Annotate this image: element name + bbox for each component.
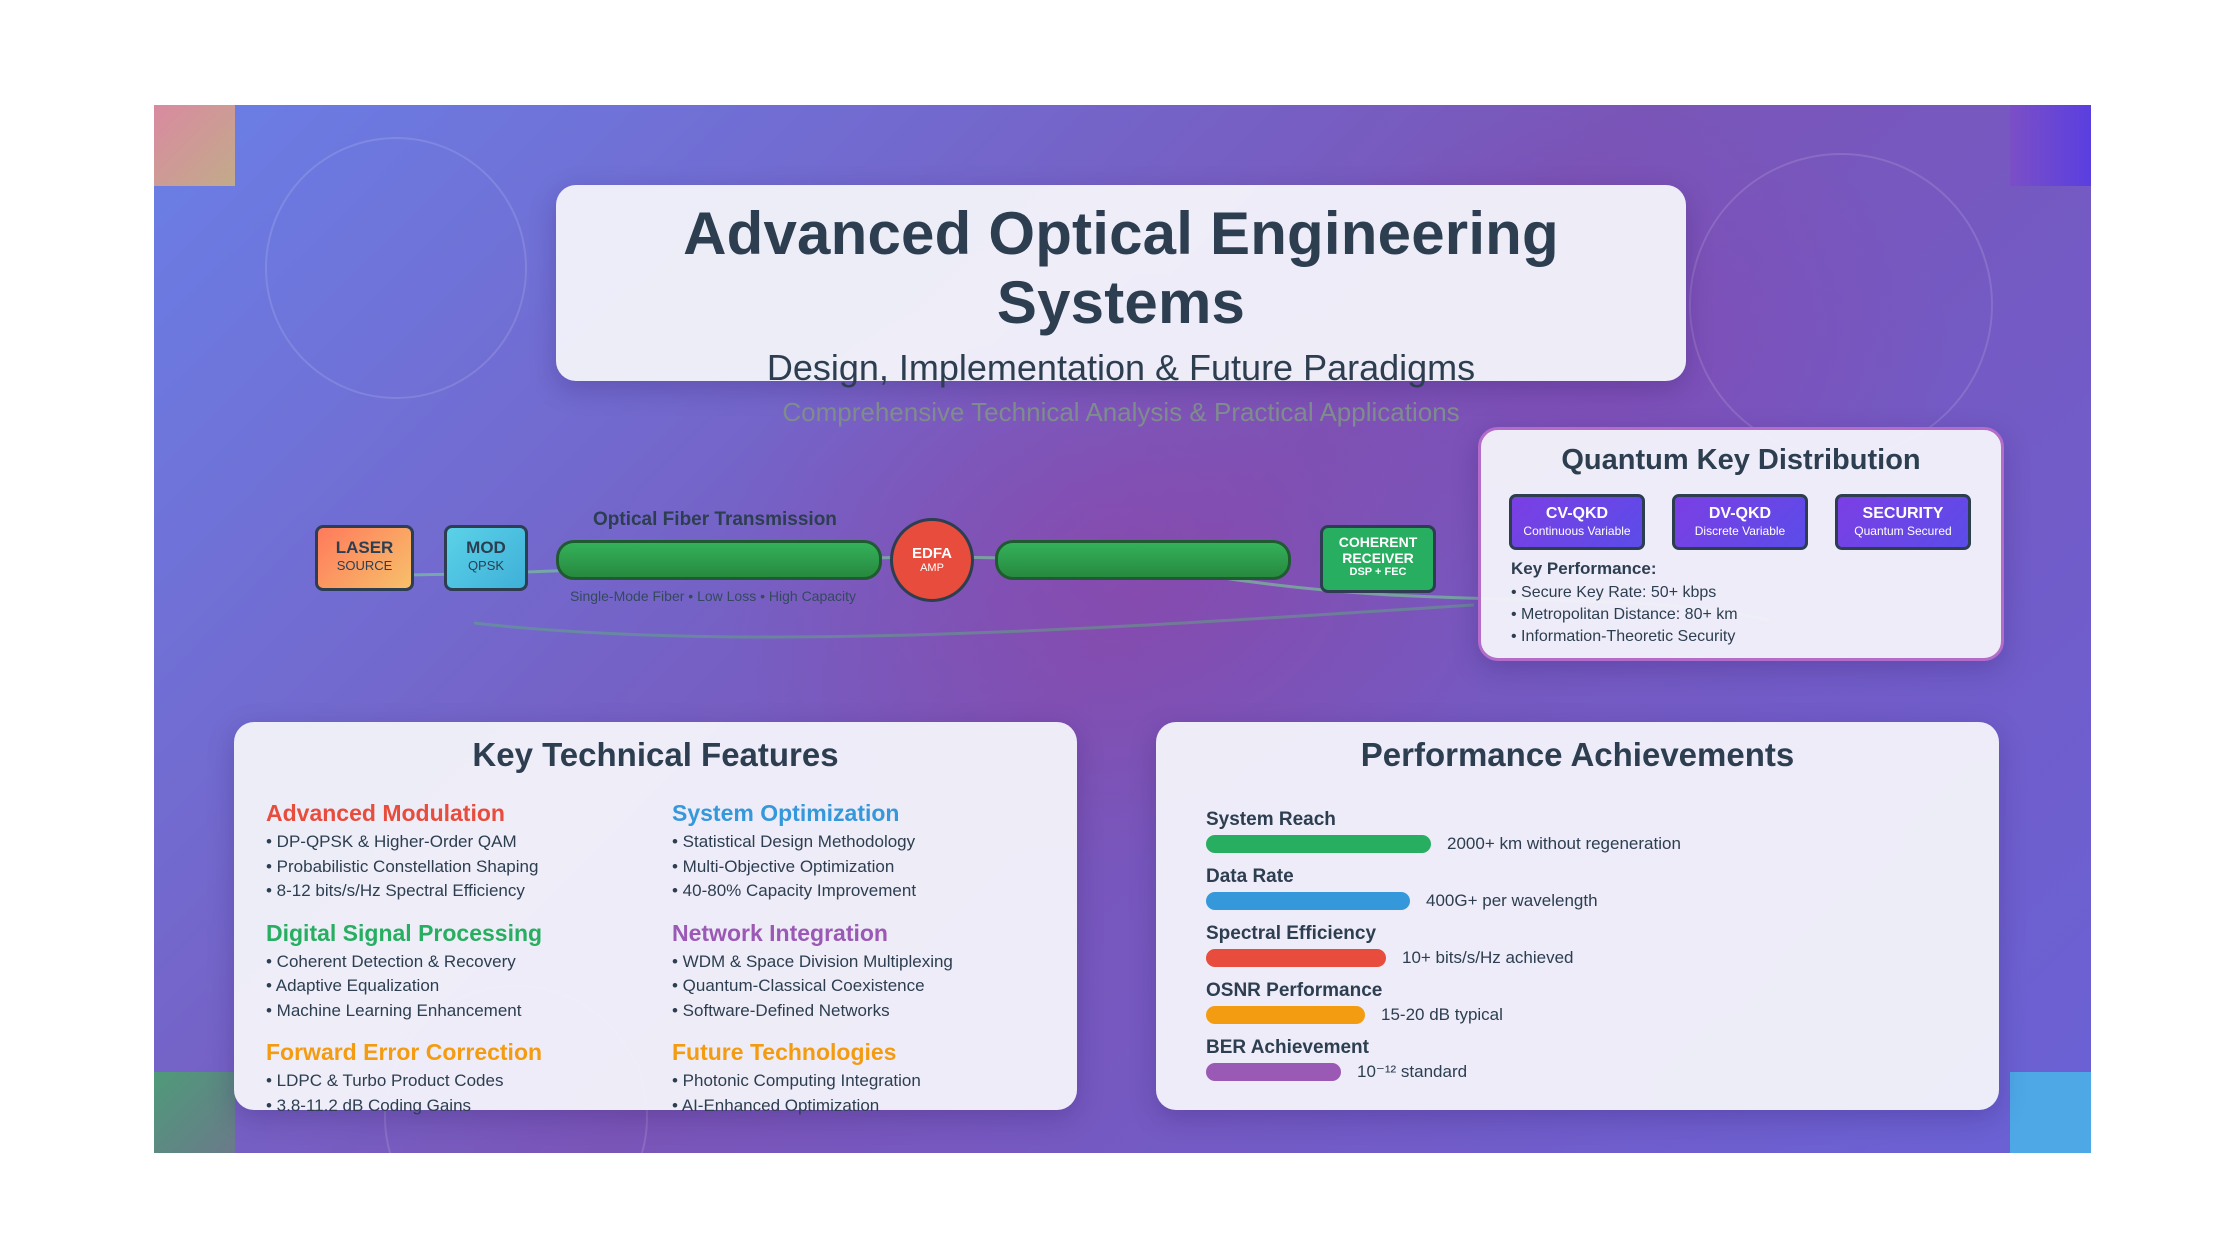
dv-qkd-label: DV-QKD [1708, 505, 1772, 522]
metric-desc: 400G+ per wavelength [1426, 891, 1598, 910]
features-column-left: Advanced Modulation • DP-QPSK & Higher-O… [266, 800, 646, 1134]
metric-bar [1206, 1063, 1341, 1081]
dv-qkd-button[interactable]: DV-QKD Discrete Variable [1672, 494, 1808, 550]
metric-osnr: OSNR Performance 15-20 dB typical [1206, 980, 1503, 1025]
feature-heading: Digital Signal Processing [266, 919, 543, 946]
metric-system-reach: System Reach 2000+ km without regenerati… [1206, 809, 1681, 854]
metric-desc: 2000+ km without regeneration [1447, 834, 1681, 853]
list-item: • Quantum-Classical Coexistence [672, 976, 925, 995]
cv-qkd-button[interactable]: CV-QKD Continuous Variable [1509, 494, 1645, 550]
metric-bar [1206, 1006, 1365, 1024]
list-item: • DP-QPSK & Higher-Order QAM [266, 832, 517, 851]
metric-name: Spectral Efficiency [1206, 923, 1377, 944]
slide: Advanced Optical Engineering Systems Des… [154, 105, 2091, 1153]
metric-ber: BER Achievement 10⁻¹² standard [1206, 1037, 1467, 1082]
metric-desc: 10+ bits/s/Hz achieved [1402, 948, 1574, 967]
edfa-label: EDFA [911, 545, 952, 562]
dv-qkd-sub: Discrete Variable [1694, 524, 1786, 538]
list-item: • Secure Key Rate: 50+ kbps [1511, 584, 1717, 601]
mod-label: MOD [466, 538, 506, 557]
security-label: SECURITY [1862, 505, 1944, 522]
cv-qkd-label: CV-QKD [1545, 505, 1609, 522]
security-button[interactable]: SECURITY Quantum Secured [1835, 494, 1971, 550]
metric-bar [1206, 892, 1410, 910]
feature-group-future: Future Technologies • Photonic Computing… [672, 1039, 1052, 1118]
laser-source-block: LASER SOURCE [315, 525, 414, 591]
page-tagline: Comprehensive Technical Analysis & Pract… [782, 397, 1460, 427]
qkd-card: Quantum Key Distribution CV-QKD Continuo… [1478, 427, 2004, 661]
mod-sub: QPSK [467, 558, 505, 573]
edfa-amplifier: EDFA AMP [890, 518, 974, 602]
list-item: • Coherent Detection & Recovery [266, 951, 516, 971]
list-item: • Statistical Design Methodology [672, 832, 916, 851]
feature-group-network: Network Integration • WDM & Space Divisi… [672, 920, 1052, 1024]
feature-heading: Network Integration [672, 919, 888, 946]
list-item: • Multi-Objective Optimization [672, 856, 895, 876]
feature-group-dsp: Digital Signal Processing • Coherent Det… [266, 920, 646, 1024]
metric-bar [1206, 835, 1431, 853]
deco-circle-left [265, 137, 527, 399]
features-title: Key Technical Features [472, 736, 839, 773]
metric-desc: 10⁻¹² standard [1357, 1062, 1468, 1081]
list-item: • 8-12 bits/s/Hz Spectral Efficiency [266, 881, 525, 900]
metric-name: OSNR Performance [1206, 980, 1383, 1001]
corner-bottom-right [2010, 1072, 2091, 1153]
page-title: Advanced Optical Engineering Systems [683, 200, 1559, 336]
feature-heading: Future Technologies [672, 1039, 897, 1065]
list-item: • Software-Defined Networks [672, 1000, 890, 1020]
list-item: • Metropolitan Distance: 80+ km [1511, 606, 1738, 623]
list-item: • Photonic Computing Integration [672, 1071, 921, 1090]
edfa-sub: AMP [920, 562, 944, 574]
list-item: • Probabilistic Constellation Shaping [266, 856, 539, 876]
metric-desc: 15-20 dB typical [1381, 1005, 1503, 1024]
features-card: Key Technical Features Advanced Modulati… [234, 722, 1077, 1115]
performance-card: Performance Achievements System Reach 20… [1156, 722, 1999, 1110]
laser-sub: SOURCE [336, 558, 393, 573]
metric-name: BER Achievement [1206, 1037, 1369, 1058]
security-sub: Quantum Secured [1854, 524, 1952, 538]
feature-group-modulation: Advanced Modulation • DP-QPSK & Higher-O… [266, 800, 646, 904]
list-item: • Adaptive Equalization [266, 976, 440, 995]
list-item: • Information-Theoretic Security [1511, 628, 1736, 645]
receiver-sub: DSP + FEC [1349, 566, 1407, 578]
key-performance-list: • Secure Key Rate: 50+ kbps • Metropolit… [1511, 582, 1738, 648]
key-performance-heading: Key Performance: [1511, 559, 1657, 578]
deco-circle-right [1689, 153, 1993, 457]
list-item: • 40-80% Capacity Improvement [672, 881, 917, 900]
list-item: • AI-Enhanced Optimization [672, 1095, 880, 1115]
coherent-receiver-block: COHERENT RECEIVER DSP + FEC [1320, 525, 1436, 593]
feature-group-fec: Forward Error Correction • LDPC & Turbo … [266, 1039, 646, 1118]
corner-top-left [154, 105, 235, 186]
metric-bar [1206, 949, 1386, 967]
receiver-label: COHERENT RECEIVER [1338, 534, 1418, 566]
feature-heading: System Optimization [672, 800, 900, 826]
list-item: • 3.8-11.2 dB Coding Gains [266, 1095, 472, 1115]
corner-bottom-left [154, 1072, 235, 1153]
fiber-note: Single-Mode Fiber • Low Loss • High Capa… [570, 588, 857, 604]
title-card: Advanced Optical Engineering Systems Des… [556, 185, 1686, 427]
qkd-title: Quantum Key Distribution [1561, 444, 1921, 476]
page-subtitle: Design, Implementation & Future Paradigm… [766, 347, 1476, 388]
metric-name: System Reach [1206, 809, 1336, 830]
feature-group-optimization: System Optimization • Statistical Design… [672, 800, 1052, 904]
list-item: • LDPC & Turbo Product Codes [266, 1071, 504, 1090]
list-item: • Machine Learning Enhancement [266, 1000, 522, 1020]
features-column-right: System Optimization • Statistical Design… [672, 800, 1052, 1134]
performance-title: Performance Achievements [1360, 736, 1795, 773]
fiber-segment-2 [995, 540, 1291, 580]
feature-heading: Forward Error Correction [266, 1039, 543, 1065]
fiber-segment-1 [556, 540, 882, 580]
fiber-title: Optical Fiber Transmission [593, 509, 837, 530]
corner-top-right [2010, 105, 2091, 186]
metric-name: Data Rate [1206, 866, 1294, 887]
laser-label: LASER [335, 538, 394, 557]
list-item: • WDM & Space Division Multiplexing [672, 951, 953, 971]
feature-heading: Advanced Modulation [266, 800, 505, 826]
modulator-block: MOD QPSK [444, 525, 528, 591]
metric-spectral-efficiency: Spectral Efficiency 10+ bits/s/Hz achiev… [1206, 923, 1574, 968]
metric-data-rate: Data Rate 400G+ per wavelength [1206, 866, 1598, 911]
cv-qkd-sub: Continuous Variable [1523, 524, 1631, 538]
